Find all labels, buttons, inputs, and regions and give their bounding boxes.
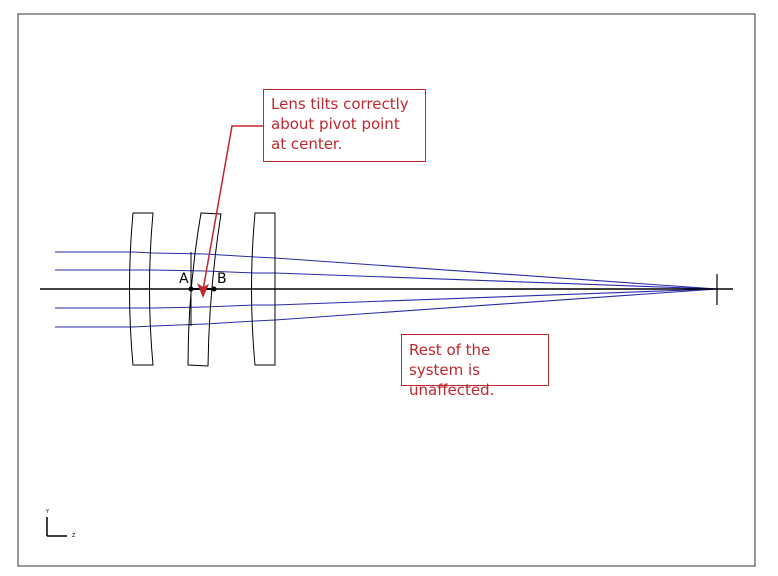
axis-triad	[46, 517, 67, 537]
point-a-label: A	[179, 271, 189, 287]
point-b-label: B	[217, 271, 227, 287]
lens-3	[251, 212, 276, 366]
lens-2-tilted	[187, 212, 222, 367]
pivot-callout: Lens tilts correctly about pivot point a…	[263, 89, 426, 162]
ray-2	[55, 269, 718, 290]
y-axis-label: Y	[46, 509, 50, 515]
lens-1	[129, 212, 154, 366]
point-b-marker	[211, 286, 217, 292]
point-a-marker	[188, 286, 194, 292]
ray-3	[55, 288, 718, 309]
z-axis-label: Z	[72, 533, 76, 539]
rest-callout: Rest of the system is unaffected.	[401, 334, 549, 399]
frame-border	[17, 13, 756, 567]
callout-arrow	[197, 125, 263, 298]
